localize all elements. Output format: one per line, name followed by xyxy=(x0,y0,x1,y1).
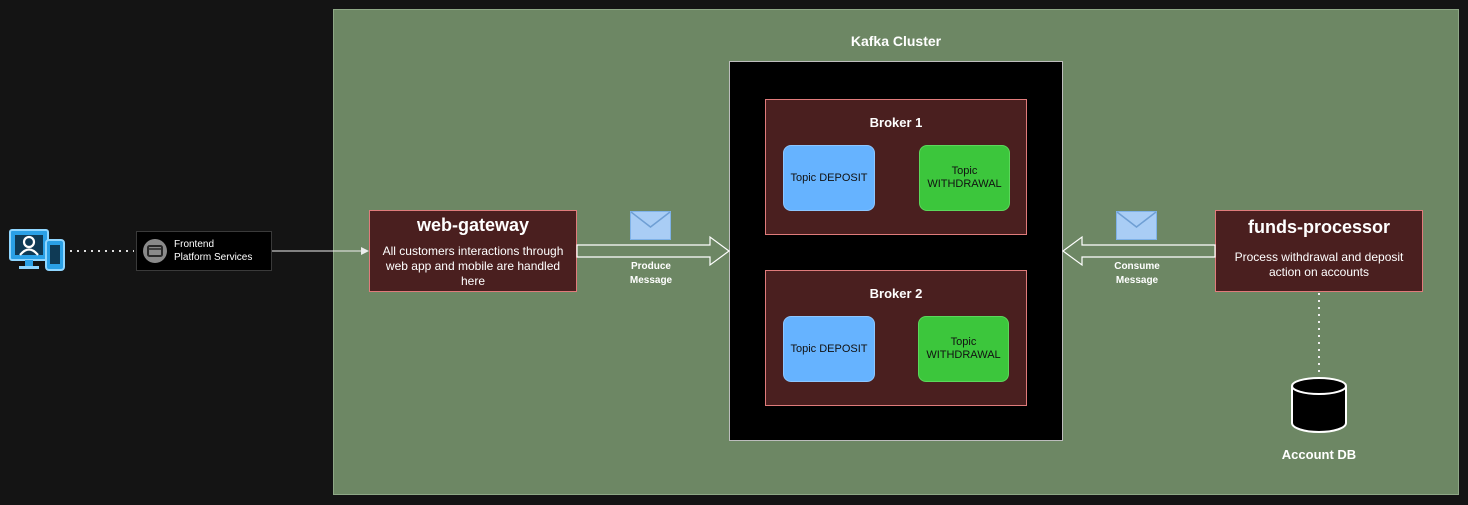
funds-processor-name: funds-processor xyxy=(1247,217,1391,237)
web-gateway-name: web-gateway xyxy=(416,215,530,235)
topic-label: Topic WITHDRAWAL xyxy=(927,165,1002,190)
broker-2-title: Broker 2 xyxy=(869,286,923,301)
database-icon xyxy=(1291,377,1347,433)
broker-2-topic-withdrawal: Topic WITHDRAWAL xyxy=(918,316,1009,382)
broker-1-topic-withdrawal: Topic WITHDRAWAL xyxy=(919,145,1010,211)
web-gateway-service: web-gateway All customers interactions t… xyxy=(369,210,577,292)
client-devices-icon xyxy=(9,229,65,271)
topic-label: Topic WITHDRAWAL xyxy=(926,336,1001,361)
topic-label: Topic DEPOSIT xyxy=(790,342,868,355)
broker-1-topic-deposit: Topic DEPOSIT xyxy=(783,145,875,211)
web-gateway-description: All customers interactions through web a… xyxy=(382,244,564,288)
frontend-label-line2: Platform Services xyxy=(174,252,253,263)
produce-arrow xyxy=(576,235,731,267)
produce-label-line1: Produce xyxy=(630,261,671,272)
funds-processor-service: funds-processor Process withdrawal and d… xyxy=(1215,210,1423,292)
frontend-to-gateway-arrowhead xyxy=(361,247,369,255)
database-label: Account DB xyxy=(1281,447,1357,462)
consume-label: Consume Message xyxy=(1097,260,1177,288)
consume-label-line2: Message xyxy=(1115,275,1159,286)
frontend-label-line1: Frontend xyxy=(174,239,215,250)
envelope-icon xyxy=(1116,211,1157,240)
broker-2-topic-deposit: Topic DEPOSIT xyxy=(783,316,875,382)
frontend-platform-services: Frontend Platform Services xyxy=(136,231,272,271)
consume-label-line1: Consume xyxy=(1114,261,1160,272)
produce-label: Produce Message xyxy=(611,260,691,288)
broker-1-title: Broker 1 xyxy=(869,115,923,130)
funds-processor-description: Process withdrawal and deposit action on… xyxy=(1234,250,1404,279)
frontend-label: Frontend Platform Services xyxy=(174,238,252,264)
envelope-icon xyxy=(630,211,671,240)
topic-label: Topic DEPOSIT xyxy=(790,171,868,184)
frontend-service-icon xyxy=(143,239,167,263)
cluster-title: Kafka Cluster xyxy=(850,33,942,49)
consume-arrow xyxy=(1061,235,1216,267)
produce-label-line2: Message xyxy=(629,275,673,286)
